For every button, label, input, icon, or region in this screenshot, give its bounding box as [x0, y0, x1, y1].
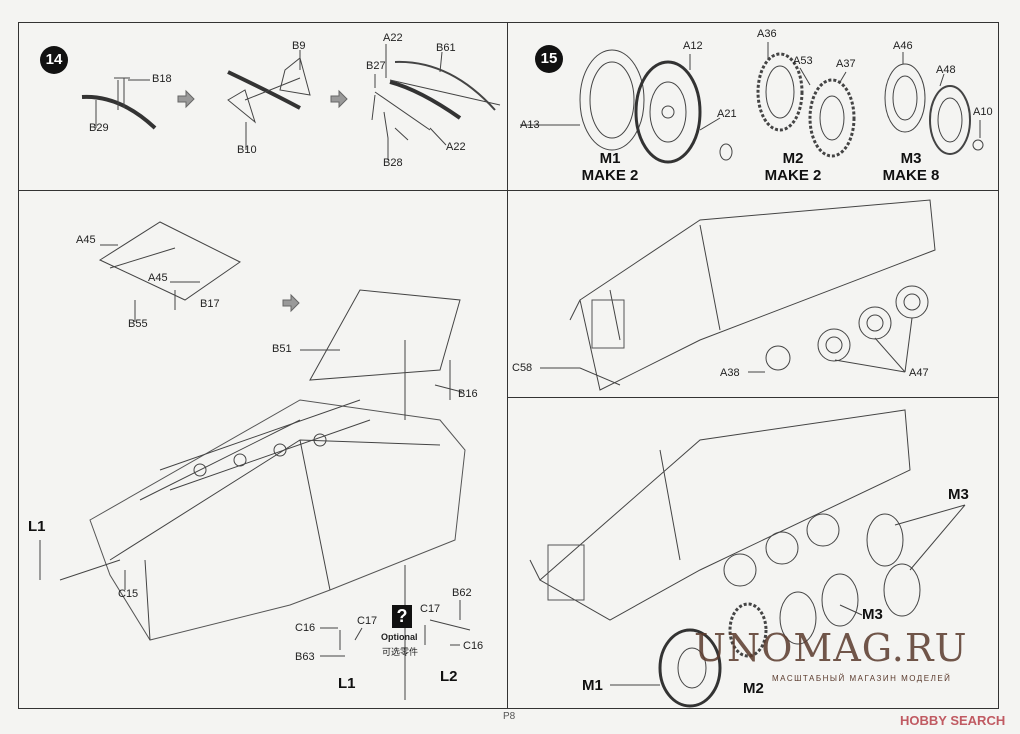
part-label: C17 [420, 603, 441, 615]
part-label: A12 [683, 40, 703, 52]
brand-logo: HOBBY SEARCH [900, 713, 1006, 728]
part-label: B9 [292, 40, 306, 52]
part-label: C16 [295, 622, 316, 634]
part-label: B62 [452, 587, 472, 599]
part-label: B61 [436, 42, 456, 54]
part-label: A22 [383, 32, 403, 44]
part-label: B28 [383, 157, 403, 169]
part-label: A48 [936, 64, 956, 76]
wheel-fitting-panel [507, 397, 999, 709]
part-label: B10 [237, 144, 257, 156]
part-label: A22 [446, 141, 466, 153]
option-l2-title: L2 [440, 668, 458, 685]
part-label: A10 [973, 106, 993, 118]
optional-question-icon: ? [392, 605, 412, 628]
option-l1-title: L1 [338, 675, 356, 692]
part-label: B29 [89, 122, 109, 134]
part-label: A46 [893, 40, 913, 52]
part-label: C16 [463, 640, 484, 652]
watermark-subtitle: МАСШТАБНЫЙ МАГАЗИН МОДЕЛЕЙ [772, 674, 952, 683]
part-label: B55 [128, 318, 148, 330]
page-number: P8 [503, 711, 516, 722]
part-label: B27 [366, 60, 386, 72]
wheel-label-m3: M3 [862, 606, 883, 623]
part-label: A47 [909, 367, 929, 379]
part-label: A36 [757, 28, 777, 40]
part-label: B16 [458, 388, 478, 400]
part-label: B63 [295, 651, 315, 663]
watermark-title: UNOMAG.RU [694, 626, 968, 670]
wheel-label-m1: M1 [582, 677, 603, 694]
part-label: C15 [118, 588, 139, 600]
step-number-15: 15 [535, 45, 563, 73]
part-label: B51 [272, 343, 292, 355]
optional-label-zh: 可选零件 [382, 647, 419, 657]
option-label-l1: L1 [28, 518, 46, 535]
part-label: B18 [152, 73, 172, 85]
part-label: A45 [148, 272, 168, 284]
part-label: A53 [793, 55, 813, 67]
wheel-label-m2: M2 [743, 680, 764, 697]
step-number-14: 14 [40, 46, 68, 74]
part-label: A13 [520, 119, 540, 131]
part-label: A38 [720, 367, 740, 379]
part-label: A21 [717, 108, 737, 120]
optional-label-en: Optional [381, 632, 418, 642]
part-label: C17 [357, 615, 378, 627]
part-label: A37 [836, 58, 856, 70]
part-label: C58 [512, 362, 533, 374]
part-label: B17 [200, 298, 220, 310]
wheel-label-m3: M3 [948, 486, 969, 503]
part-label: A45 [76, 234, 96, 246]
